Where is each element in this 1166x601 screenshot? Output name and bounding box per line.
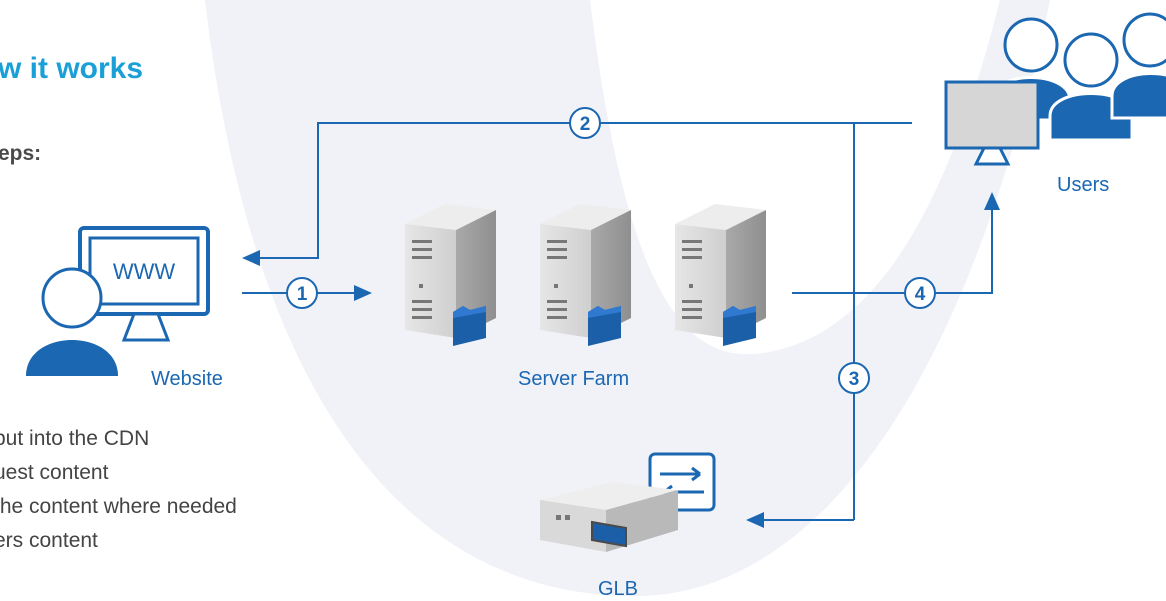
step-marker-label: 2 [580,114,591,135]
server-farm-label: Server Farm [518,368,630,390]
arrowhead [242,250,260,266]
step-marker-label: 1 [297,284,308,305]
glb-label: GLB [598,578,639,600]
arrowhead [984,192,1000,210]
list-item: ers content [0,529,98,552]
flow-arrowheads [242,192,1000,528]
website-label: Website [151,368,223,390]
step-marker: 4 [904,277,936,309]
website-screen-text: WWW [113,259,176,284]
arrowhead [746,512,764,528]
glb-icon [540,452,716,552]
list-item: uest content [0,461,109,484]
step-marker: 1 [286,277,318,309]
flow-step-2-line [258,122,912,259]
server-farm-icon [405,204,766,346]
step-marker-label: 4 [915,284,926,305]
users-label: Users [1057,174,1110,196]
list-item: the content where needed [0,495,237,518]
flow-step-4-line [792,210,993,294]
steps-heading: eps: [0,142,42,165]
server-icon [405,204,496,346]
arrowhead [354,285,372,301]
steps-list: put into the CDN uest content the conten… [0,422,237,558]
users-icon [944,12,1166,166]
website-icon: WWW [26,226,210,376]
section-heading: w it works [0,52,144,85]
step-marker: 3 [838,362,870,394]
step-marker-label: 3 [849,369,860,390]
step-marker: 2 [569,107,601,139]
list-item: put into the CDN [0,427,150,450]
